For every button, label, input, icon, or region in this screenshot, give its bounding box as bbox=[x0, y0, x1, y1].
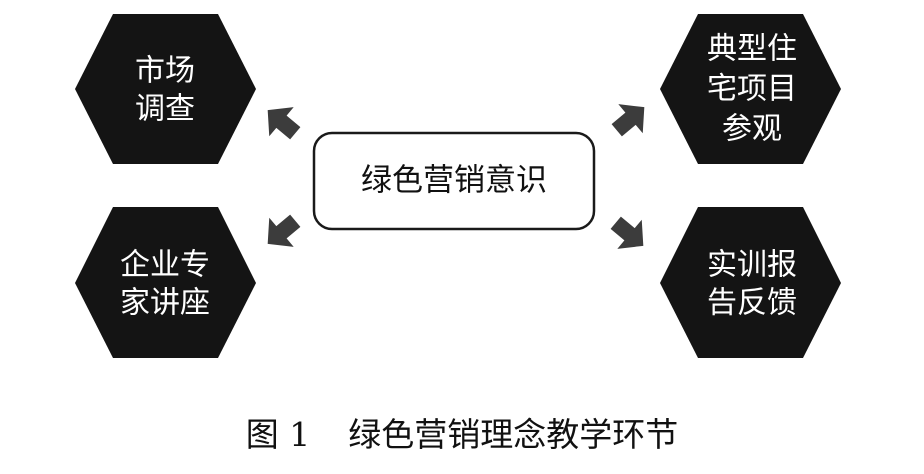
hexagon-housing-project-visit: 典型住 宅项目 参观 bbox=[660, 14, 841, 164]
arrow-to-market-research-icon bbox=[255, 95, 308, 148]
hexagon-expert-lecture-line-2: 家讲座 bbox=[120, 286, 210, 321]
figure-number: 图 1 bbox=[245, 415, 311, 454]
hexagon-practical-report-feedback-line-1: 实训报 bbox=[707, 248, 797, 283]
hexagon-market-research-line-1: 市场 bbox=[135, 54, 195, 89]
hexagon-expert-lecture: 企业专 家讲座 bbox=[75, 207, 256, 358]
hexagon-market-research: 市场 调查 bbox=[75, 14, 256, 164]
hexagon-housing-project-visit-line-3: 参观 bbox=[722, 112, 782, 147]
figure-title: 绿色营销理念教学环节 bbox=[348, 415, 679, 454]
center-concept-node: 绿色营销意识 bbox=[312, 131, 596, 231]
hexagon-practical-report-feedback: 实训报 告反馈 bbox=[660, 207, 841, 358]
arrow-to-practical-report-feedback-icon bbox=[603, 208, 656, 261]
hexagon-practical-report-feedback-line-2: 告反馈 bbox=[707, 286, 797, 321]
arrow-to-expert-lecture-icon bbox=[255, 206, 308, 259]
hexagon-expert-lecture-line-1: 企业专 bbox=[120, 248, 210, 283]
hexagon-market-research-line-2: 调查 bbox=[135, 92, 195, 127]
hexagon-housing-project-visit-line-2: 宅项目 bbox=[707, 72, 797, 107]
hexagon-housing-project-visit-line-1: 典型住 bbox=[707, 32, 797, 67]
figure-caption: 图 1 绿色营销理念教学环节 bbox=[0, 408, 924, 456]
arrow-to-housing-project-visit-icon bbox=[604, 92, 657, 145]
center-concept-label: 绿色营销意识 bbox=[361, 163, 547, 199]
